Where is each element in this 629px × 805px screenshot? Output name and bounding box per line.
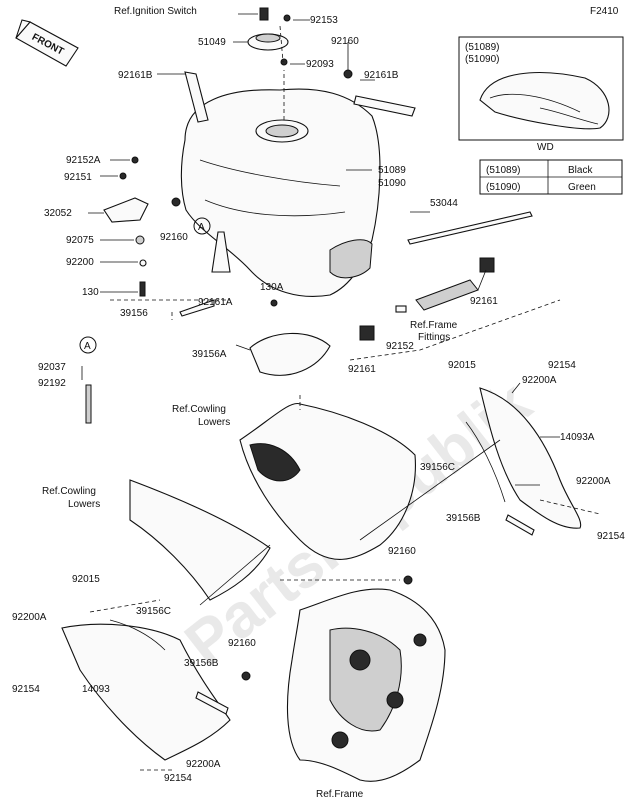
left-cowling-cover bbox=[129, 479, 271, 601]
label-92161b-left: 92161B bbox=[118, 70, 153, 81]
label-14093: 14093 bbox=[82, 684, 110, 695]
frame bbox=[286, 588, 446, 782]
label-92160-mid: 92160 bbox=[160, 232, 188, 243]
callout-a-top: A bbox=[193, 217, 211, 235]
pad-39156a bbox=[249, 332, 331, 376]
inset-part-2: (51090) bbox=[465, 54, 499, 65]
strip-39156c-left bbox=[109, 619, 166, 651]
label-92161-right: 92161 bbox=[470, 296, 498, 307]
bracket-92161a bbox=[211, 231, 231, 273]
bracket-92161b-right bbox=[353, 95, 416, 117]
bracket-32052 bbox=[103, 197, 149, 223]
label-92152a: 92152A bbox=[66, 155, 101, 166]
label-92154-top: 92154 bbox=[548, 360, 576, 371]
label-130a: 130A bbox=[260, 282, 284, 293]
fuel-tank bbox=[180, 88, 381, 297]
label-39156b-left: 39156B bbox=[184, 658, 219, 669]
inset-variant: WD bbox=[537, 142, 554, 153]
label-92192: 92192 bbox=[38, 378, 66, 389]
label-92015-top: 92015 bbox=[448, 360, 476, 371]
label-92160-left: 92160 bbox=[228, 638, 256, 649]
label-ref-frame: Ref.Frame bbox=[316, 789, 364, 800]
label-92161-mid: 92161 bbox=[348, 364, 376, 375]
tank-wd-illustration bbox=[479, 72, 610, 130]
label-92154-right: 92154 bbox=[597, 531, 625, 542]
center-cover bbox=[239, 402, 416, 560]
diagram-code: F2410 bbox=[590, 6, 619, 17]
label-92200: 92200 bbox=[66, 257, 94, 268]
color-table-color-1: Black bbox=[568, 165, 593, 176]
strip-53044 bbox=[407, 211, 533, 245]
side-cover-14093a bbox=[479, 387, 582, 529]
label-14093a: 14093A bbox=[560, 432, 595, 443]
fuel-cap bbox=[247, 7, 289, 51]
label-ref-cowling-lowers-2a: Ref.Cowling bbox=[42, 486, 96, 497]
color-table: (51089) Black (51090) Green bbox=[479, 159, 623, 195]
label-92160-low: 92160 bbox=[388, 546, 416, 557]
label-51049: 51049 bbox=[198, 37, 226, 48]
label-130: 130 bbox=[82, 287, 99, 298]
svg-text:A: A bbox=[198, 222, 205, 233]
label-92015-left: 92015 bbox=[72, 574, 100, 585]
label-39156c-left: 39156C bbox=[136, 606, 171, 617]
label-ref-cowling-lowers-1a: Ref.Cowling bbox=[172, 404, 226, 415]
label-92075: 92075 bbox=[66, 235, 94, 246]
label-92200a-top: 92200A bbox=[522, 375, 557, 386]
callout-a-left: A bbox=[79, 336, 97, 354]
color-table-part-1: (51089) bbox=[486, 165, 520, 176]
label-39156: 39156 bbox=[120, 308, 148, 319]
label-51090: 51090 bbox=[378, 178, 406, 189]
label-ref-ignition-switch: Ref.Ignition Switch bbox=[114, 6, 197, 17]
label-53044: 53044 bbox=[430, 198, 458, 209]
label-ref-frame-fittings-2: Fittings bbox=[418, 332, 450, 343]
label-92200a-bottom: 92200A bbox=[186, 759, 221, 770]
strip-39156c-right bbox=[465, 421, 506, 503]
bracket-92161b-left bbox=[184, 71, 209, 123]
label-51089: 51089 bbox=[378, 165, 406, 176]
label-92200a-left: 92200A bbox=[12, 612, 47, 623]
label-ref-frame-fittings-1: Ref.Frame bbox=[410, 320, 458, 331]
frame-fitting bbox=[415, 279, 479, 311]
label-39156a: 39156A bbox=[192, 349, 227, 360]
label-92037: 92037 bbox=[38, 362, 66, 373]
label-92153: 92153 bbox=[310, 15, 338, 26]
label-39156b-right: 39156B bbox=[446, 513, 481, 524]
strip-39156b-right bbox=[505, 514, 535, 536]
label-ref-cowling-lowers-1b: Lowers bbox=[198, 417, 230, 428]
strip-39156b-left bbox=[195, 691, 229, 715]
inset-part-1: (51089) bbox=[465, 42, 499, 53]
label-92200a-right: 92200A bbox=[576, 476, 611, 487]
label-ref-cowling-lowers-2b: Lowers bbox=[68, 499, 100, 510]
color-table-color-2: Green bbox=[568, 182, 596, 193]
label-39156c-right: 39156C bbox=[420, 462, 455, 473]
label-92154-bottom: 92154 bbox=[164, 773, 192, 784]
pad-39156 bbox=[179, 299, 215, 317]
side-cover-14093 bbox=[61, 623, 231, 761]
screw-92192 bbox=[85, 384, 92, 424]
label-92161b-right: 92161B bbox=[364, 70, 399, 81]
front-arrow-icon: FRONT bbox=[15, 19, 79, 67]
label-92151: 92151 bbox=[64, 172, 92, 183]
label-92160-top: 92160 bbox=[331, 36, 359, 47]
color-table-part-2: (51090) bbox=[486, 182, 520, 193]
label-92152: 92152 bbox=[386, 341, 414, 352]
inset-box: (51089) (51090) WD bbox=[458, 36, 624, 153]
label-92093: 92093 bbox=[306, 59, 334, 70]
label-92161a: 92161A bbox=[198, 297, 233, 308]
label-32052: 32052 bbox=[44, 208, 72, 219]
label-92154-left: 92154 bbox=[12, 684, 40, 695]
svg-text:A: A bbox=[84, 341, 91, 352]
